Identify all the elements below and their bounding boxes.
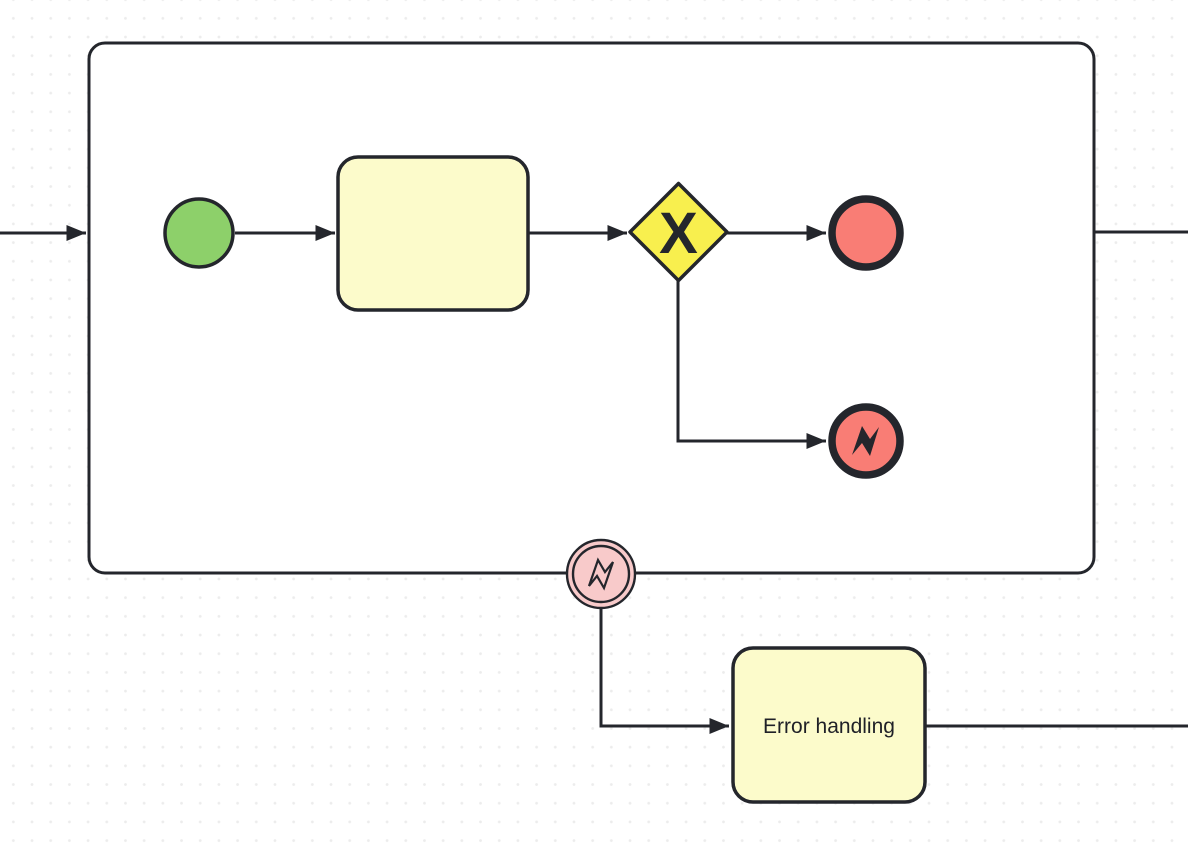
flow-gateway-to-error-end[interactable] [676, 281, 826, 449]
gateway-diamond[interactable] [628, 181, 729, 283]
flow-boundary-to-error-task[interactable] [599, 609, 729, 734]
boundary-error-bolt-icon [587, 557, 615, 591]
task[interactable] [336, 155, 530, 312]
boundary-event-outer-circle[interactable] [565, 538, 637, 610]
error-boundary-event[interactable] [565, 538, 637, 610]
end-event[interactable] [828, 195, 904, 271]
gateway-x-icon: X [659, 201, 698, 266]
start-event[interactable] [163, 197, 235, 269]
subprocess-container[interactable] [87, 41, 1096, 575]
error-handling-task[interactable]: Error handling [731, 646, 927, 804]
error-bolt-icon [852, 426, 879, 456]
error-handling-task-shape[interactable] [731, 646, 927, 804]
exclusive-gateway[interactable]: X [628, 181, 729, 283]
error-handling-task-label: Error handling [763, 715, 895, 738]
boundary-event-inner-circle [571, 544, 631, 604]
error-end-event[interactable] [828, 403, 904, 479]
